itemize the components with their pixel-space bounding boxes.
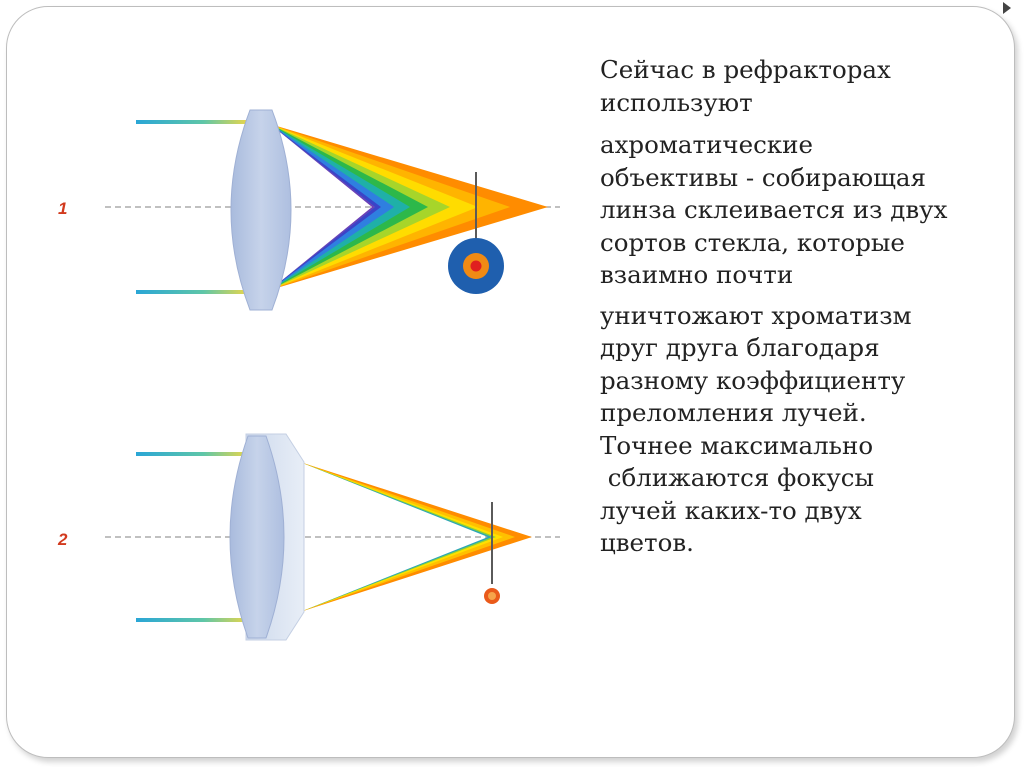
text-line: друг друга благодаря bbox=[600, 333, 880, 362]
slide-frame bbox=[6, 6, 1015, 758]
text-line: Точнее максимально bbox=[600, 430, 874, 460]
diagram-1-simple-lens: 1 bbox=[58, 109, 560, 311]
text-line: используют bbox=[600, 87, 753, 117]
text-line: разному коэффициенту bbox=[600, 365, 906, 395]
biconvex-lens bbox=[230, 109, 292, 311]
diagram-label-2: 2 bbox=[57, 530, 68, 549]
lens-diagram: 1 2 bbox=[57, 109, 560, 641]
text-line: объективы - собирающая bbox=[600, 162, 926, 192]
incoming-beam-top-1 bbox=[136, 120, 248, 124]
focus-spot-blurred-icon bbox=[448, 238, 504, 294]
slide-body-text: Сейчас в рефракторах используют ахромати… bbox=[600, 54, 1020, 560]
text-line: цветов. bbox=[600, 528, 694, 557]
text-line: взаимно почти bbox=[600, 260, 794, 289]
text-line: уничтожают хроматизм bbox=[600, 300, 912, 330]
focus-spot-sharp-icon bbox=[484, 588, 500, 604]
diagram-2-achromatic-lens: 2 bbox=[57, 433, 560, 641]
text-line: сближаются фокусы bbox=[600, 463, 875, 492]
text-line: ахроматические bbox=[600, 130, 813, 159]
incoming-beam-bottom-1 bbox=[136, 290, 248, 294]
text-line: лучей каких-то двух bbox=[600, 495, 862, 525]
incoming-beam-top-2 bbox=[136, 452, 248, 456]
text-line: линза склеивается из двух bbox=[600, 195, 948, 224]
diagram-label-1: 1 bbox=[58, 199, 67, 218]
text-line: Сейчас в рефракторах bbox=[600, 55, 891, 84]
corner-triangle-icon bbox=[1003, 2, 1011, 14]
rainbow-fan-1 bbox=[270, 124, 548, 290]
achromatic-doublet-lens bbox=[229, 435, 285, 639]
incoming-beam-bottom-2 bbox=[136, 618, 248, 622]
text-line: сортов стекла, которые bbox=[600, 227, 905, 257]
text-line: преломления лучей. bbox=[600, 398, 867, 427]
